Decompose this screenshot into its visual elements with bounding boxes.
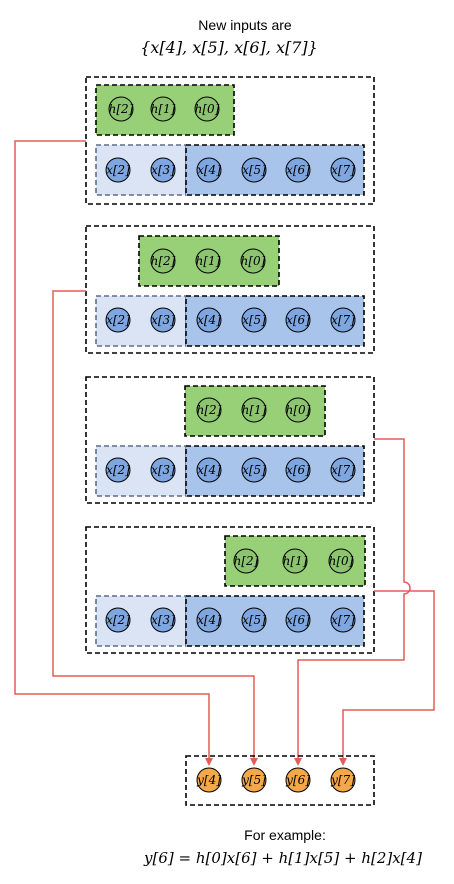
stage-2-frame	[85, 225, 375, 354]
input-node	[150, 607, 176, 633]
coeff-label: h[0]	[241, 254, 266, 268]
input-label: x[4]	[197, 463, 221, 477]
input-label: x[5]	[242, 313, 266, 327]
input-label: x[5]	[242, 163, 266, 177]
stage-2: h[2] h[1] h[0] x[2] x[3] x[4] x[5] x[6] …	[85, 225, 375, 354]
coeff-node	[282, 548, 308, 574]
input-node	[285, 607, 311, 633]
input-label: x[2]	[106, 613, 130, 627]
coeff-label: h[0]	[195, 102, 220, 116]
coeff-label: h[2]	[109, 102, 134, 116]
stage-3-frame	[85, 376, 375, 504]
input-node	[105, 307, 131, 333]
output-label: y[6]	[285, 773, 310, 787]
coeff-node	[108, 96, 134, 122]
footer-line-1: For example:	[244, 827, 326, 843]
input-node	[285, 307, 311, 333]
stage-3: h[2] h[1] h[0] x[2] x[3] x[4] x[5] x[6] …	[85, 376, 375, 504]
stage-1-frame	[85, 76, 375, 205]
output-node	[330, 767, 356, 793]
coeff-node	[196, 397, 222, 423]
wire-stage-2-to-y5	[52, 290, 258, 766]
input-node	[196, 457, 222, 483]
input-label: x[7]	[331, 163, 355, 177]
input-node	[150, 157, 176, 183]
input-label: x[5]	[242, 463, 266, 477]
input-label: x[3]	[151, 613, 175, 627]
input-label: x[4]	[197, 613, 221, 627]
coeff-label: h[1]	[151, 102, 176, 116]
input-label: x[2]	[106, 313, 130, 327]
coeff-node	[233, 548, 259, 574]
coeff-node	[285, 397, 311, 423]
input-node	[105, 157, 131, 183]
stage-1: h[2] h[1] h[0] x[2] x[3] x[4] x[5] x[6] …	[85, 76, 375, 205]
input-node	[196, 307, 222, 333]
input-node	[150, 457, 176, 483]
output-node	[196, 767, 222, 793]
input-node	[105, 457, 131, 483]
header-line-1: New inputs are	[198, 17, 292, 33]
input-node	[241, 307, 267, 333]
input-label: x[5]	[242, 613, 266, 627]
coeff-label: h[0]	[286, 403, 311, 417]
coeff-label: h[1]	[196, 254, 221, 268]
input-label: x[6]	[286, 463, 310, 477]
input-label: x[4]	[197, 163, 221, 177]
input-node	[241, 457, 267, 483]
coeff-label: h[1]	[283, 554, 308, 568]
input-label: x[6]	[286, 313, 310, 327]
coeff-label: h[1]	[242, 403, 267, 417]
stage-4-frame	[85, 526, 375, 654]
wire-stage-1-to-y4	[14, 140, 213, 766]
coeff-node	[194, 96, 220, 122]
input-node	[285, 457, 311, 483]
header-line-2: {x[4], x[5], x[6], x[7]}	[140, 38, 318, 57]
coeff-node	[195, 248, 221, 274]
output-node	[285, 767, 311, 793]
coeff-node	[150, 248, 176, 274]
coeff-label: h[2]	[197, 403, 222, 417]
input-node	[196, 157, 222, 183]
input-node	[285, 157, 311, 183]
footer-line-2: y[6] = h[0]x[6] + h[1]x[5] + h[2]x[4]	[143, 849, 422, 867]
output-label: y[4]	[196, 773, 221, 787]
coeff-node	[150, 96, 176, 122]
input-node	[241, 607, 267, 633]
stage-4: h[2] h[1] h[0] x[2] x[3] x[4] x[5] x[6] …	[85, 526, 375, 654]
input-label: x[7]	[331, 463, 355, 477]
input-label: x[2]	[106, 163, 130, 177]
input-label: x[3]	[151, 163, 175, 177]
output-frame	[185, 755, 375, 806]
input-node	[330, 607, 356, 633]
input-label: x[3]	[151, 463, 175, 477]
wire-stage-3-to-y6	[294, 438, 411, 766]
wire-stage-4-to-y7	[339, 590, 435, 766]
output-node	[241, 767, 267, 793]
input-label: x[6]	[286, 163, 310, 177]
input-node	[330, 307, 356, 333]
coeff-label: h[0]	[329, 554, 354, 568]
input-node	[196, 607, 222, 633]
input-label: x[4]	[197, 313, 221, 327]
output-label: y[7]	[330, 773, 355, 787]
coeff-label: h[2]	[234, 554, 259, 568]
coeff-node	[328, 548, 354, 574]
output-block: y[4] y[5] y[6] y[7]	[185, 755, 375, 806]
coeff-label: h[2]	[151, 254, 176, 268]
input-node	[330, 457, 356, 483]
input-label: x[7]	[331, 613, 355, 627]
input-label: x[2]	[106, 463, 130, 477]
input-node	[150, 307, 176, 333]
input-node	[105, 607, 131, 633]
coeff-node	[241, 397, 267, 423]
coeff-node	[240, 248, 266, 274]
input-node	[241, 157, 267, 183]
input-node	[330, 157, 356, 183]
input-label: x[7]	[331, 313, 355, 327]
output-label: y[5]	[241, 773, 266, 787]
input-label: x[3]	[151, 313, 175, 327]
input-label: x[6]	[286, 613, 310, 627]
